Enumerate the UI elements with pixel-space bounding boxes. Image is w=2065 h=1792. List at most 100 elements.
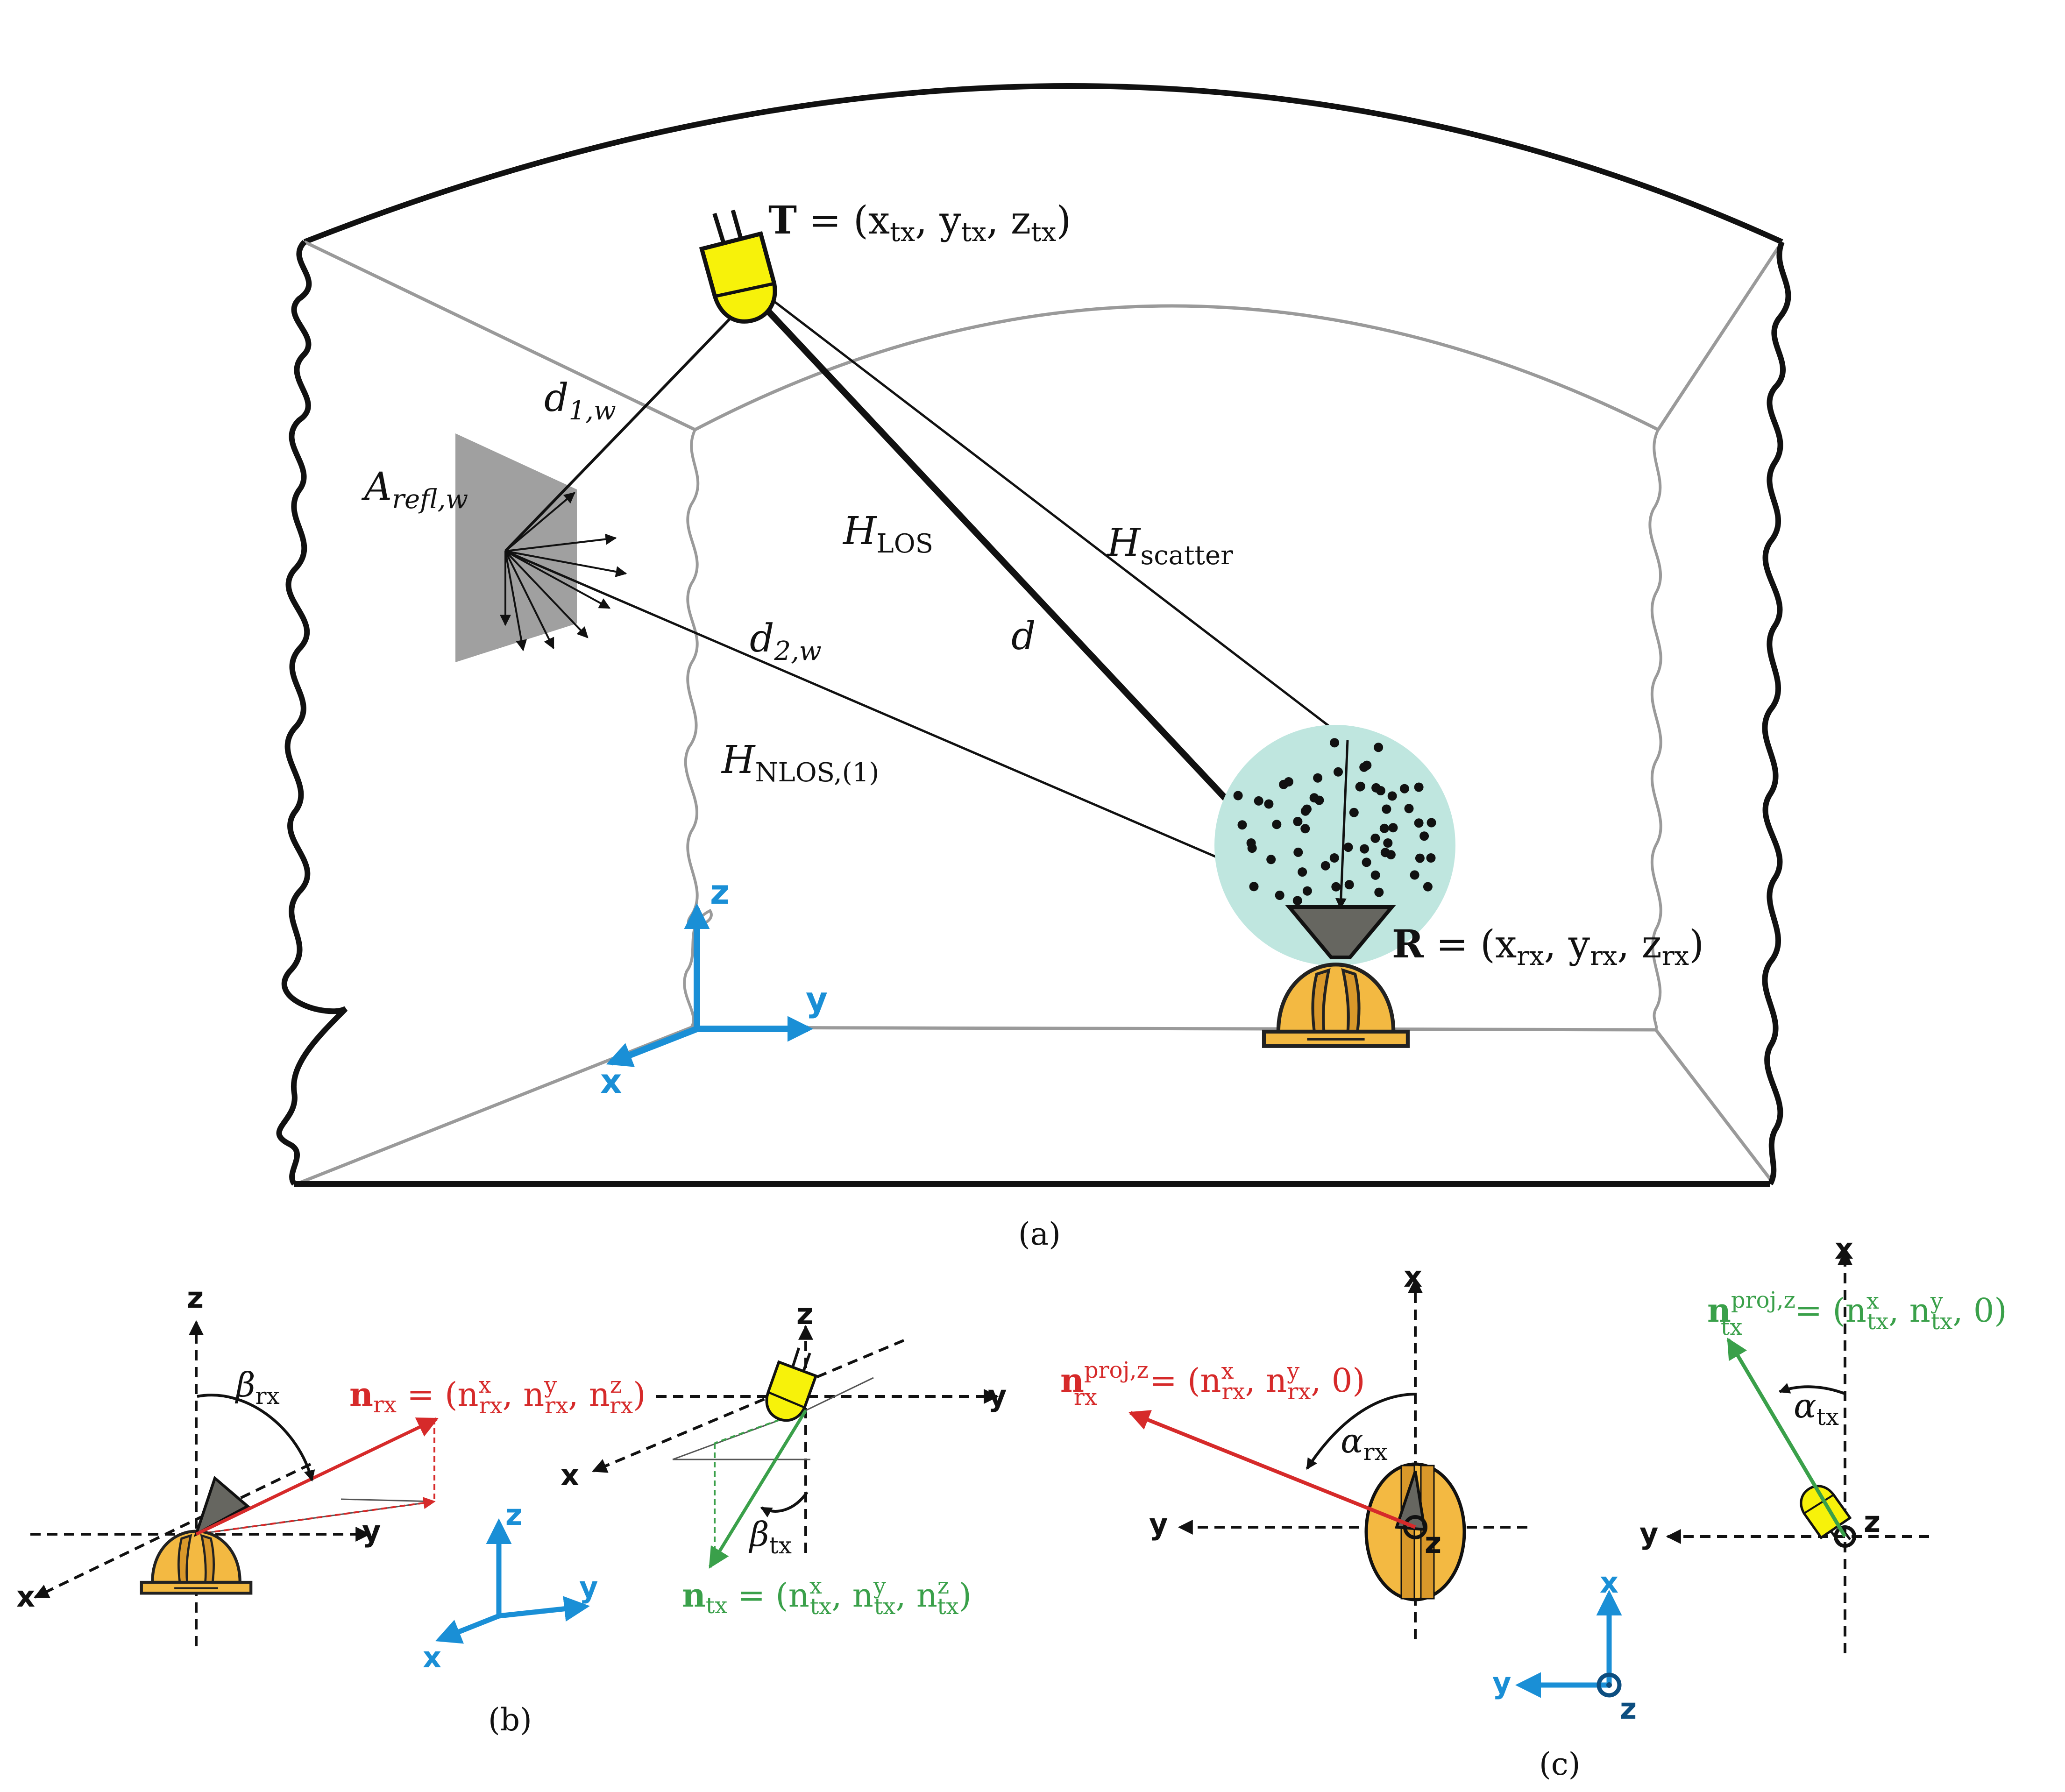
scatter-particle — [1355, 781, 1365, 791]
rx-projection-figure — [1128, 1278, 1527, 1639]
scatter-particle — [1249, 882, 1259, 892]
tx-position-label: T = (xtx, ytx, ztx) — [768, 198, 1071, 248]
scatter-particle — [1344, 880, 1354, 890]
ray-nlos — [505, 550, 1321, 904]
scatter-particle — [1309, 793, 1319, 803]
scatter-particle — [1266, 855, 1276, 864]
projected-normal-tx — [1726, 1338, 1847, 1538]
scatter-particle — [1387, 791, 1397, 801]
scatter-particle — [1330, 738, 1340, 748]
scattering-particles — [1233, 738, 1436, 906]
label-a-refl: Arefl,w — [361, 465, 468, 515]
perspective-line-top-right — [1657, 241, 1783, 431]
label-alpha-tx: αtx — [1794, 1386, 1839, 1431]
panel-a: z y x T = (xtx, ytx, ztx) R = (xrx, yrx,… — [276, 83, 1791, 1252]
label-beta-rx: βrx — [234, 1365, 280, 1410]
scatter-particle — [1298, 867, 1307, 877]
label-d: d — [1011, 614, 1036, 659]
helmet-top-view — [1364, 1462, 1466, 1601]
scatter-particle — [1360, 844, 1370, 854]
scatter-particle — [1404, 804, 1414, 814]
scatter-particle — [1300, 806, 1310, 816]
scatter-particle — [1331, 882, 1341, 892]
scatter-particle — [1426, 853, 1436, 863]
scatter-particle — [1300, 824, 1310, 834]
axis-label-y: y — [806, 980, 828, 1019]
ray-scatter-1 — [765, 294, 1348, 741]
tunnel-outer-arch — [303, 83, 1783, 245]
label-h-los: HLOS — [842, 509, 933, 559]
scatter-particle — [1349, 807, 1359, 817]
scatter-particle — [1362, 857, 1371, 867]
caption-c: (c) — [1539, 1746, 1580, 1782]
scatter-particle — [1343, 843, 1353, 852]
axis-label-z-c: z — [1620, 1692, 1637, 1726]
rx-position-label: R = (xrx, yrx, zrx) — [1392, 922, 1704, 971]
perspective-line-bottom-right — [1654, 1028, 1772, 1181]
reflecting-surface — [455, 433, 577, 662]
scatter-particle — [1292, 896, 1302, 906]
angle-beta-rx — [197, 1394, 315, 1482]
scatter-particle — [1399, 784, 1409, 793]
axes-c — [1515, 1590, 1622, 1698]
label-alpha-rx: αrx — [1341, 1421, 1388, 1466]
label-h-nlos: HNLOS,(1) — [721, 738, 879, 788]
scatter-particle — [1410, 870, 1419, 880]
tx-projection-figure — [1666, 1250, 1929, 1653]
led-transmitter-icon — [696, 205, 780, 327]
normal-vector-tx — [709, 1410, 807, 1569]
label-d2w: d2,w — [750, 616, 822, 666]
caption-b: (b) — [488, 1702, 532, 1738]
axis-label-z: z — [710, 872, 730, 912]
z-axis-out-of-page — [1597, 1672, 1622, 1698]
left-outer-wall — [276, 240, 348, 1186]
floor-back-edge — [691, 1026, 1656, 1032]
label-d1w: d1,w — [544, 376, 616, 426]
scatter-particle — [1362, 760, 1372, 770]
axis-label-x-b-tx: x — [561, 1458, 579, 1492]
scatter-particle — [1371, 783, 1381, 793]
scatter-particle — [1414, 818, 1424, 828]
led-transmitter-icon — [1795, 1478, 1859, 1553]
axis-label-x: x — [600, 1062, 622, 1101]
scatter-particle — [1423, 882, 1433, 892]
scatter-particle — [1293, 817, 1303, 826]
scatter-particle — [1419, 831, 1429, 841]
scatter-particle — [1237, 820, 1247, 830]
projected-normal-rx — [1128, 1410, 1416, 1529]
axis-label-x-b-rx: x — [16, 1580, 35, 1614]
helmet-icon — [1264, 964, 1408, 1046]
photodetector-icon — [1285, 905, 1396, 959]
rx-orientation-figure — [30, 1320, 439, 1646]
scatter-particle — [1383, 838, 1393, 848]
scatter-particle — [1254, 796, 1263, 806]
scatter-particle — [1334, 767, 1343, 777]
scatter-particle — [1426, 818, 1436, 828]
axis-label-x-c-rx: x — [1404, 1260, 1422, 1294]
label-beta-tx: βtx — [748, 1515, 792, 1559]
scatter-particle — [1388, 823, 1398, 833]
axis-label-y-c: y — [1492, 1666, 1511, 1700]
axis-label-x-c: x — [1600, 1565, 1618, 1600]
axis-label-y-b-rx: y — [362, 1514, 381, 1548]
photodetector-icon — [1394, 1471, 1426, 1531]
scatter-particle — [1415, 853, 1425, 863]
axis-label-z-c-rx: z — [1425, 1526, 1441, 1560]
scatter-particle — [1370, 870, 1380, 880]
right-outer-wall — [1762, 241, 1791, 1185]
scatter-particle — [1414, 782, 1424, 792]
tunnel-inner-arch — [694, 304, 1659, 432]
normal-vector-rx — [195, 1417, 439, 1536]
angle-alpha-tx — [1778, 1383, 1847, 1395]
axes-b — [435, 1518, 590, 1644]
scatter-particle — [1382, 804, 1391, 814]
scatter-particle — [1374, 743, 1384, 752]
reflected-rays — [500, 492, 627, 652]
photodetector-icon — [193, 1475, 250, 1537]
